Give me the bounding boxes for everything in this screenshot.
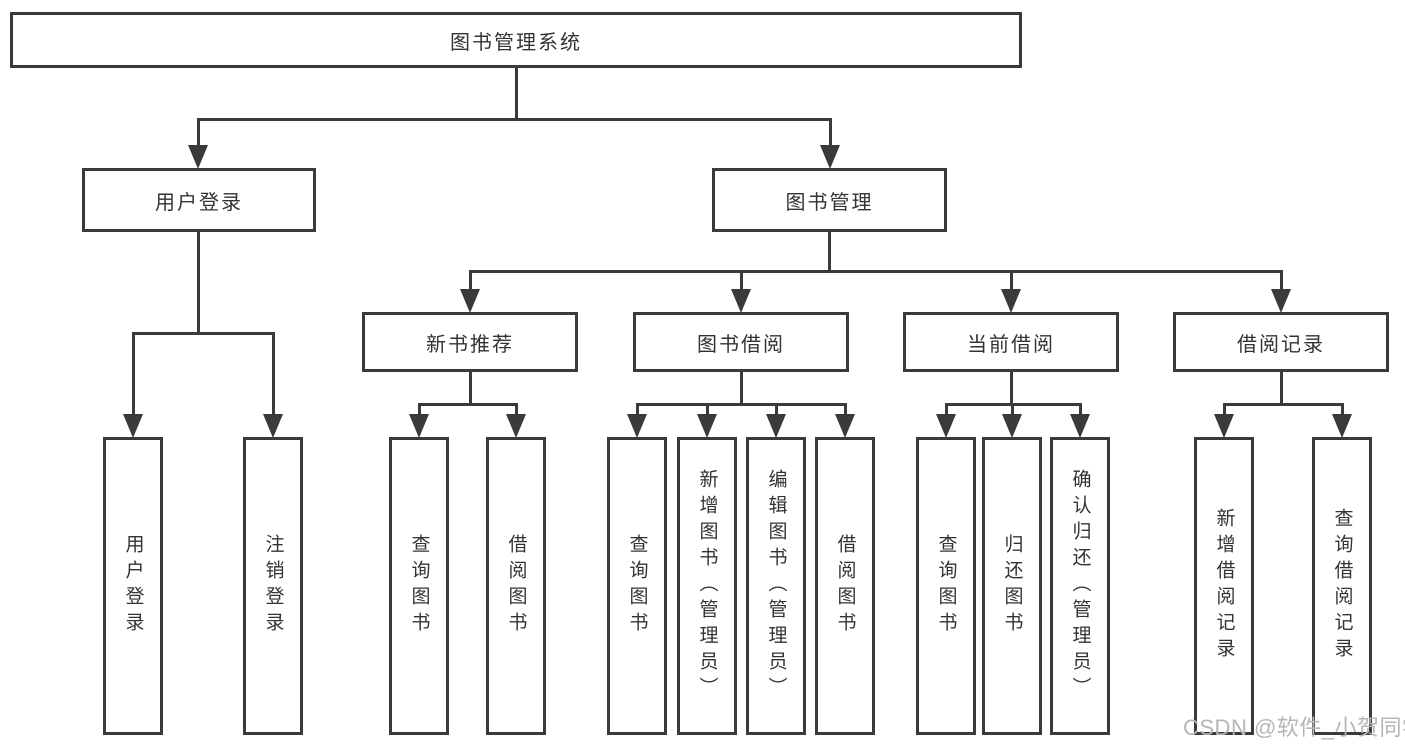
node-borrowing-records: 借阅记录: [1173, 312, 1389, 372]
connector-line: [1011, 403, 1014, 420]
connector-line: [197, 118, 831, 121]
node-label: 当前借阅: [967, 333, 1055, 356]
connector-line: [636, 403, 847, 406]
leaf-query-books-recommend: 查询图书: [389, 437, 449, 735]
connector-line: [469, 270, 1282, 273]
node-new-book-recommendation: 新书推荐: [362, 312, 578, 372]
node-label: 查询借阅记录: [1331, 508, 1353, 664]
leaf-query-books-current: 查询图书: [916, 437, 976, 735]
connector-line: [828, 229, 831, 273]
connector-line: [829, 118, 832, 150]
arrow-down-icon: [820, 145, 840, 169]
arrow-down-icon: [766, 414, 786, 438]
node-label: 图书管理: [785, 191, 874, 214]
connector-line: [272, 332, 275, 420]
leaf-user-login: 用户登录: [103, 437, 163, 735]
connector-line: [636, 403, 639, 420]
connector-line: [1079, 403, 1082, 420]
arrow-down-icon: [123, 414, 143, 438]
node-label: 确认归还（管理员）: [1069, 469, 1091, 703]
connector-line: [1341, 403, 1344, 420]
arrow-down-icon: [627, 414, 647, 438]
node-label: 图书借阅: [697, 333, 785, 356]
node-book-borrowing: 图书借阅: [633, 312, 849, 372]
leaf-add-book-admin: 新增图书（管理员）: [677, 437, 737, 735]
arrow-down-icon: [460, 289, 480, 313]
connector-line: [418, 403, 518, 406]
arrow-down-icon: [936, 414, 956, 438]
arrow-down-icon: [188, 145, 208, 169]
node-label: 用户登录: [122, 534, 144, 638]
connector-line: [1223, 403, 1226, 420]
connector-line: [740, 369, 743, 406]
node-label: 新书推荐: [426, 333, 514, 356]
leaf-add-borrow-record: 新增借阅记录: [1194, 437, 1254, 735]
connector-line: [515, 403, 518, 420]
arrow-down-icon: [1070, 414, 1090, 438]
node-label: 新增图书（管理员）: [696, 469, 718, 703]
connector-line: [740, 270, 743, 296]
node-label: 借阅图书: [505, 534, 527, 638]
arrow-down-icon: [1271, 289, 1291, 313]
connector-line: [469, 270, 472, 296]
connector-line: [132, 332, 135, 420]
connector-line: [1280, 270, 1283, 296]
connector-line: [1280, 369, 1283, 406]
leaf-logout: 注销登录: [243, 437, 303, 735]
connector-line: [1010, 270, 1013, 296]
arrow-down-icon: [697, 414, 717, 438]
node-label: 查询图书: [935, 534, 957, 638]
arrow-down-icon: [409, 414, 429, 438]
node-label: 编辑图书（管理员）: [765, 469, 787, 703]
connector-line: [197, 118, 200, 150]
node-library-management-system: 图书管理系统: [10, 12, 1022, 68]
connector-line: [1010, 369, 1013, 406]
arrow-down-icon: [1001, 289, 1021, 313]
node-label: 查询图书: [408, 534, 430, 638]
node-label: 借阅记录: [1237, 333, 1325, 356]
connector-line: [945, 403, 948, 420]
connector-line: [515, 65, 518, 120]
connector-line: [775, 403, 778, 420]
connector-line: [706, 403, 709, 420]
node-label: 归还图书: [1001, 534, 1023, 638]
connector-line: [1223, 403, 1343, 406]
connector-line: [418, 403, 421, 420]
node-label: 新增借阅记录: [1213, 508, 1235, 664]
connector-line: [469, 369, 472, 406]
node-book-management: 图书管理: [712, 168, 947, 232]
node-user-login: 用户登录: [82, 168, 316, 232]
arrow-down-icon: [835, 414, 855, 438]
leaf-borrow-books-borrowing: 借阅图书: [815, 437, 875, 735]
node-label: 注销登录: [262, 534, 284, 638]
leaf-edit-book-admin: 编辑图书（管理员）: [746, 437, 806, 735]
arrow-down-icon: [1332, 414, 1352, 438]
leaf-return-books: 归还图书: [982, 437, 1042, 735]
leaf-borrow-books-recommend: 借阅图书: [486, 437, 546, 735]
connector-line: [844, 403, 847, 420]
leaf-confirm-return-admin: 确认归还（管理员）: [1050, 437, 1110, 735]
node-label: 查询图书: [626, 534, 648, 638]
leaf-query-books-borrowing: 查询图书: [607, 437, 667, 735]
node-current-borrowing: 当前借阅: [903, 312, 1119, 372]
connector-line: [197, 229, 200, 335]
arrow-down-icon: [263, 414, 283, 438]
arrow-down-icon: [731, 289, 751, 313]
node-label: 用户登录: [155, 191, 243, 214]
connector-line: [132, 332, 275, 335]
csdn-watermark: CSDN @软件_小贺同学: [1183, 715, 1405, 740]
node-label: 借阅图书: [834, 534, 856, 638]
arrow-down-icon: [506, 414, 526, 438]
leaf-query-borrow-record: 查询借阅记录: [1312, 437, 1372, 735]
node-label: 图书管理系统: [450, 31, 582, 54]
arrow-down-icon: [1002, 414, 1022, 438]
arrow-down-icon: [1214, 414, 1234, 438]
